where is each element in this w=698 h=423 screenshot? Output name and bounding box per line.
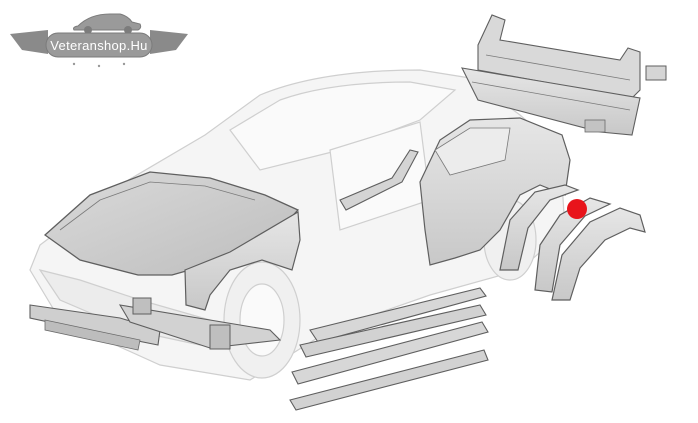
sill-repair-lower[interactable]: [291, 321, 489, 385]
rocker-panel-outer[interactable]: [309, 287, 487, 343]
logo-wheel-icon: [84, 26, 92, 34]
selected-part-marker[interactable]: [567, 199, 587, 219]
b-pillar-panel[interactable]: [339, 149, 419, 211]
rear-wheel-arch-repair[interactable]: [551, 207, 646, 301]
front-fender-panel[interactable]: [184, 210, 301, 311]
logo-wing-left: [10, 30, 48, 54]
rear-wheel-arch-inner[interactable]: [499, 184, 580, 271]
rear-quarter-panel[interactable]: [419, 117, 571, 266]
logo-car-icon: [73, 13, 142, 31]
rear-lower-panel[interactable]: [461, 67, 641, 136]
logo-wing-right: [150, 30, 188, 54]
sill-repair-bottom[interactable]: [289, 349, 489, 411]
logo-badge: [45, 32, 153, 58]
rocker-panel-inner[interactable]: [299, 304, 487, 358]
site-logo[interactable]: Veteranshop.Hu: [10, 13, 188, 68]
rear-wheel-arch-outer[interactable]: [534, 197, 612, 293]
front-bumper-support[interactable]: [29, 304, 161, 351]
logo-wheel-icon: [124, 26, 132, 34]
radiator-crossmember[interactable]: [118, 297, 282, 350]
logo-text: Veteranshop.Hu: [50, 38, 147, 53]
